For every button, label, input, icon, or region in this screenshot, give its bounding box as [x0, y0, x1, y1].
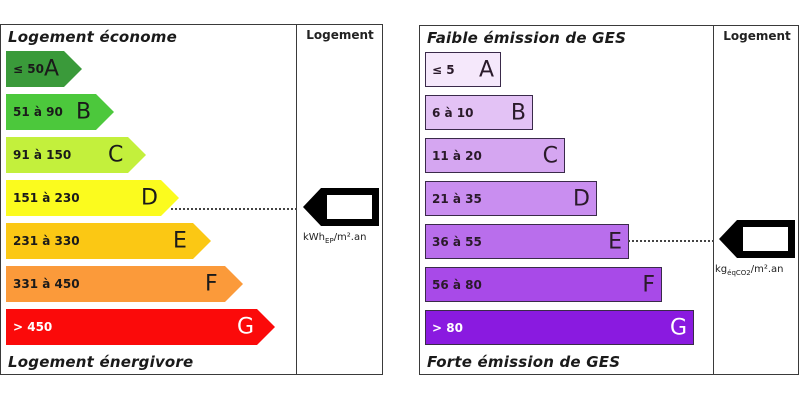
class-range: 51 à 90 [13, 105, 63, 119]
class-range: ≤ 50 [13, 62, 44, 76]
class-letter: D [573, 186, 590, 211]
energy-unit-label: kWhEP/m².an [303, 232, 367, 245]
ges-class-a: ≤ 5 A [425, 52, 501, 87]
class-indicator-tag-icon [303, 188, 379, 226]
ges-label-panel: Logement Faible émission de GES Forte ém… [419, 25, 799, 375]
class-range: ≤ 5 [432, 62, 455, 77]
class-range: 56 à 80 [432, 277, 482, 292]
class-indicator-tag-icon [719, 220, 795, 258]
class-letter: F [642, 272, 655, 297]
class-letter: A [44, 56, 60, 82]
class-range: 11 à 20 [432, 148, 482, 163]
class-letter: B [76, 99, 92, 125]
class-letter: A [478, 57, 494, 82]
class-letter: C [542, 143, 558, 168]
class-letter: D [141, 185, 158, 211]
class-letter: G [669, 315, 687, 340]
energy-class-b: 51 à 90 B [6, 94, 114, 130]
column-divider [713, 26, 714, 374]
class-range: 151 à 230 [13, 191, 80, 205]
housing-column-header: Logement [723, 29, 791, 43]
indicator-leader-line [171, 208, 297, 210]
ges-unit-label: kgéqCO2/m².an [715, 264, 784, 277]
class-range: 91 à 150 [13, 148, 72, 162]
class-letter: C [108, 142, 124, 168]
class-letter: B [510, 100, 526, 125]
class-range: 6 à 10 [432, 105, 474, 120]
ges-title-low: Faible émission de GES [427, 29, 627, 47]
class-letter: G [237, 314, 255, 340]
energy-title-inefficient: Logement énergivore [8, 353, 194, 371]
class-range: 331 à 450 [13, 277, 80, 291]
energy-title-efficient: Logement économe [8, 28, 178, 46]
housing-column-header: Logement [306, 28, 374, 42]
indicator-leader-line [628, 240, 714, 242]
class-letter: E [173, 228, 187, 254]
ges-class-f: 56 à 80 F [425, 267, 662, 302]
class-letter: F [205, 271, 218, 297]
ges-class-c: 11 à 20 C [425, 138, 565, 173]
ges-class-e: 36 à 55 E [425, 224, 629, 259]
ges-class-g: > 80 G [425, 310, 694, 345]
energy-label-panel: Logement Logement économe Logement énerg… [0, 24, 383, 375]
class-range: > 80 [432, 320, 463, 335]
energy-class-d: 151 à 230 D [6, 180, 179, 216]
column-divider [296, 25, 297, 374]
ges-class-d: 21 à 35 D [425, 181, 597, 216]
energy-class-f: 331 à 450 F [6, 266, 243, 302]
ges-class-b: 6 à 10 B [425, 95, 533, 130]
class-range: 231 à 330 [13, 234, 80, 248]
ges-title-high: Forte émission de GES [427, 353, 621, 371]
class-letter: E [608, 229, 622, 254]
energy-class-c: 91 à 150 C [6, 137, 146, 173]
energy-class-g: > 450 G [6, 309, 275, 345]
class-range: 36 à 55 [432, 234, 482, 249]
class-range: > 450 [13, 320, 53, 334]
energy-class-e: 231 à 330 E [6, 223, 211, 259]
class-range: 21 à 35 [432, 191, 482, 206]
